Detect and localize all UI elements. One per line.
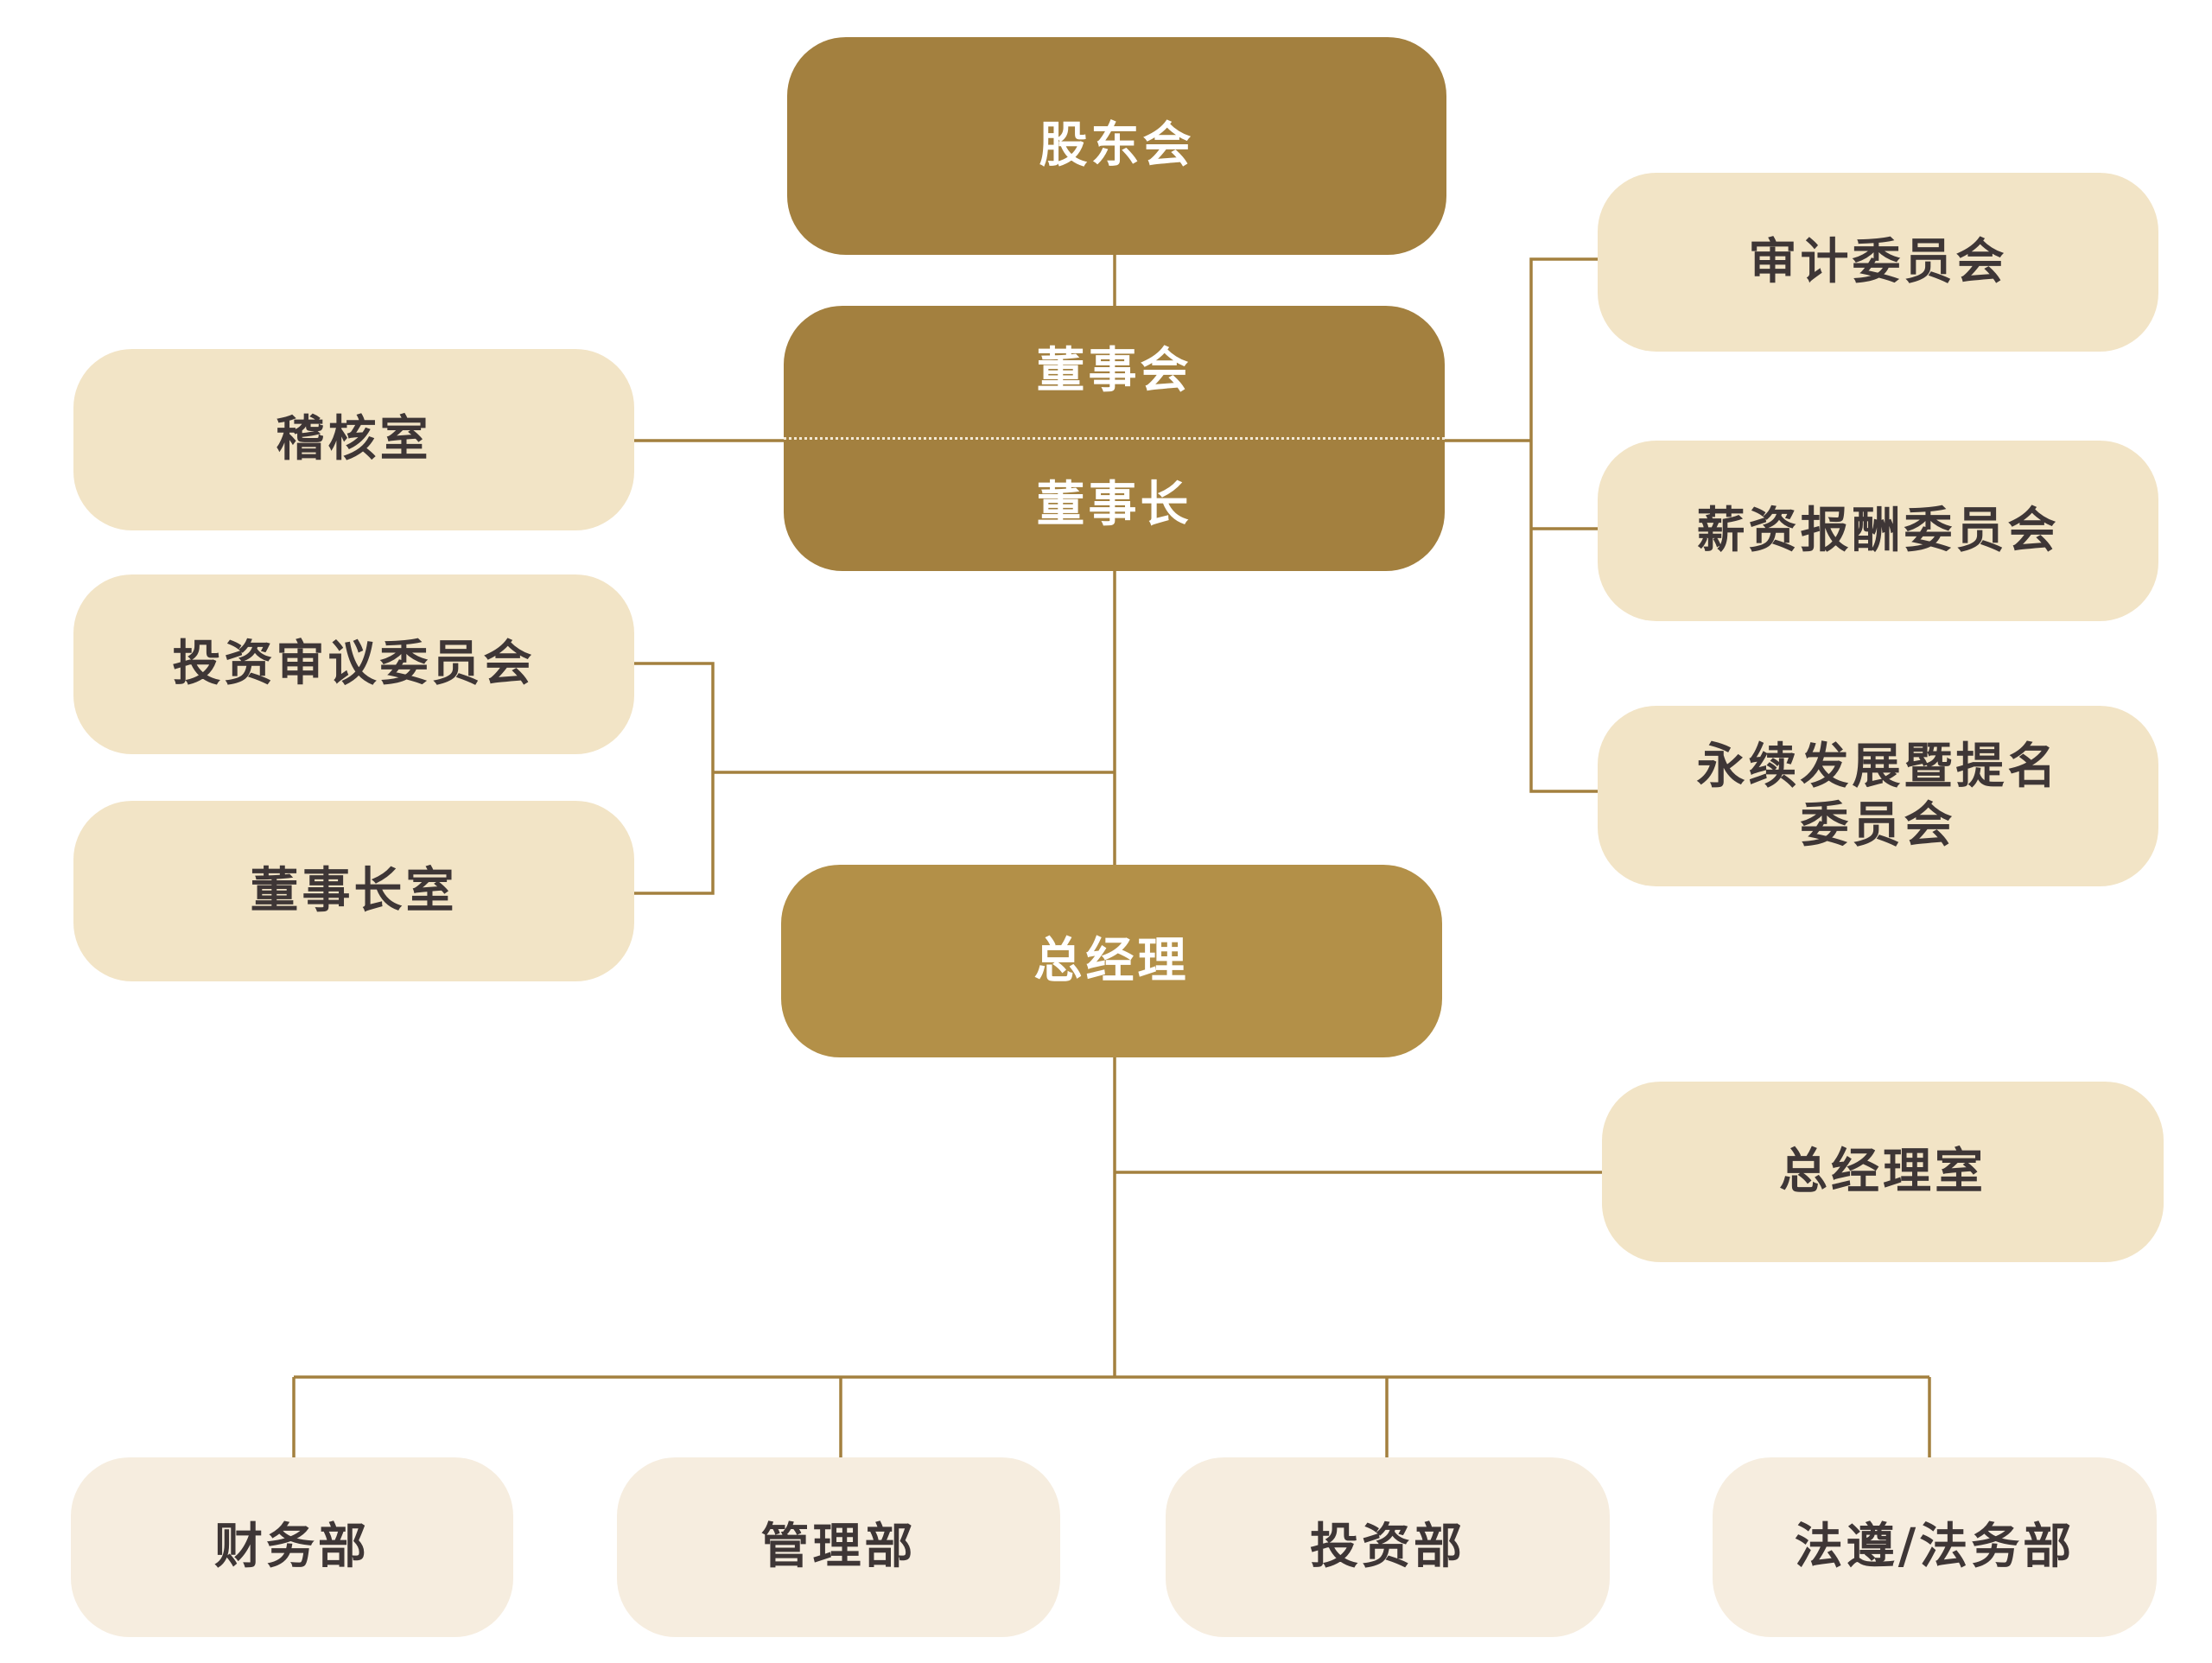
node-audit-office: 稽核室 — [73, 349, 634, 530]
node-compensation-committee: 薪资报酬委员会 — [1598, 441, 2158, 621]
label-line2: 委员会 — [1800, 797, 1956, 854]
node-general-manager: 总经理 — [781, 865, 1442, 1057]
node-gm-office: 总经理室 — [1602, 1082, 2164, 1262]
node-chairman-office: 董事长室 — [73, 801, 634, 981]
node-board: 董事会 — [1036, 343, 1192, 400]
node-board-chairman: 董事会 董事长 — [784, 306, 1445, 571]
node-chairman: 董事长 — [1036, 477, 1192, 534]
node-sustainability-committee: 永续发展暨提名 委员会 — [1598, 706, 2158, 886]
node-investment-review: 投资审议委员会 — [73, 574, 634, 754]
node-management-dept: 管理部 — [617, 1457, 1060, 1637]
node-shareholders: 股东会 — [787, 37, 1446, 255]
dotted-divider — [784, 437, 1445, 440]
node-legal-dept: 法遵/法务部 — [1713, 1457, 2157, 1637]
label-line1: 永续发展暨提名 — [1696, 739, 2060, 796]
node-finance-dept: 财务部 — [71, 1457, 513, 1637]
node-audit-committee: 审计委员会 — [1598, 173, 2158, 352]
node-investment-dept: 投资部 — [1166, 1457, 1610, 1637]
